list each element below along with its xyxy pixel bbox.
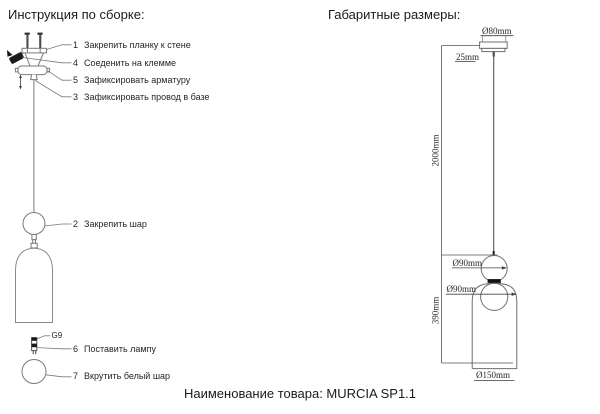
shade-diameter-label: Ø150mm — [476, 369, 511, 380]
step-text: Зафиксировать провод в базе — [84, 91, 210, 102]
dimensions-title: Габаритные размеры: — [328, 7, 461, 22]
white-ball — [21, 359, 47, 384]
step-label-1: 1 Закрепить планку к стене — [73, 40, 191, 51]
mounting-screws-icon — [24, 32, 43, 49]
leader-lines — [22, 44, 72, 378]
step-label-6: 6 Поставить лампу — [73, 343, 156, 355]
step-text: Поставить лампу — [84, 343, 156, 354]
suspension-length-label: 2000mm — [430, 134, 440, 167]
step-label-2: 2 Закрепить шар — [73, 219, 147, 230]
step-number: 6 — [73, 343, 79, 354]
step-number: 4 — [73, 57, 79, 68]
canopy-body — [14, 65, 51, 81]
assembly-diagram — [7, 32, 72, 384]
product-name: Наименование товара: MURCIA SP1.1 — [183, 386, 417, 401]
dim-bottom-ball — [480, 282, 509, 311]
step-number: 7 — [73, 371, 79, 381]
bottom-ball-diameter-label: Ø90mm — [446, 284, 477, 294]
decor-ball — [22, 212, 46, 235]
socket-neck — [30, 234, 38, 249]
step-number: 2 — [73, 219, 79, 229]
dim-2000-lines — [441, 45, 498, 256]
canopy-height-label: 25mm — [456, 52, 480, 62]
dim-cord — [492, 51, 495, 256]
adjust-arrow-icon — [19, 74, 22, 90]
g9-socket-label: G9 — [51, 330, 63, 340]
dimension-diagram — [441, 35, 518, 382]
mounting-bracket — [14, 47, 47, 67]
step-number: 1 — [73, 40, 79, 50]
g9-bulb-icon — [31, 337, 38, 355]
terminal-block — [7, 50, 24, 64]
step-text: Закрепить планку к стене — [84, 40, 191, 50]
dim-lamp-shade — [471, 282, 518, 370]
step-number: 3 — [73, 91, 79, 102]
dim-canopy — [479, 35, 514, 53]
dim-390-lines — [441, 255, 513, 364]
dim-socket-bar — [487, 279, 501, 283]
body-height-label: 390mm — [430, 296, 440, 324]
step-text: Вкрутить белый шар — [84, 371, 171, 381]
step-label-3: 3 Зафиксировать провод в базе — [73, 91, 210, 103]
step-label-5: 5 Зафиксировать арматуру — [73, 75, 191, 86]
top-ball-diameter-label: Ø90mm — [452, 257, 483, 268]
dim-90-bottom-line — [446, 292, 517, 296]
dim-90-top-line — [452, 266, 508, 270]
step-number: 5 — [73, 75, 79, 85]
step-label-7: 7 Вкрутить белый шар — [73, 371, 171, 382]
lamp-shade — [15, 247, 53, 323]
step-text: Зафиксировать арматуру — [84, 75, 191, 85]
step-label-4: 4 Соеденить на клемме — [73, 57, 177, 69]
step-text: Соеденить на клемме — [84, 57, 177, 68]
assembly-title: Инструкция по сборке: — [8, 7, 145, 22]
step-text: Закрепить шар — [84, 219, 147, 229]
canopy-diameter-label: Ø80mm — [482, 25, 512, 36]
